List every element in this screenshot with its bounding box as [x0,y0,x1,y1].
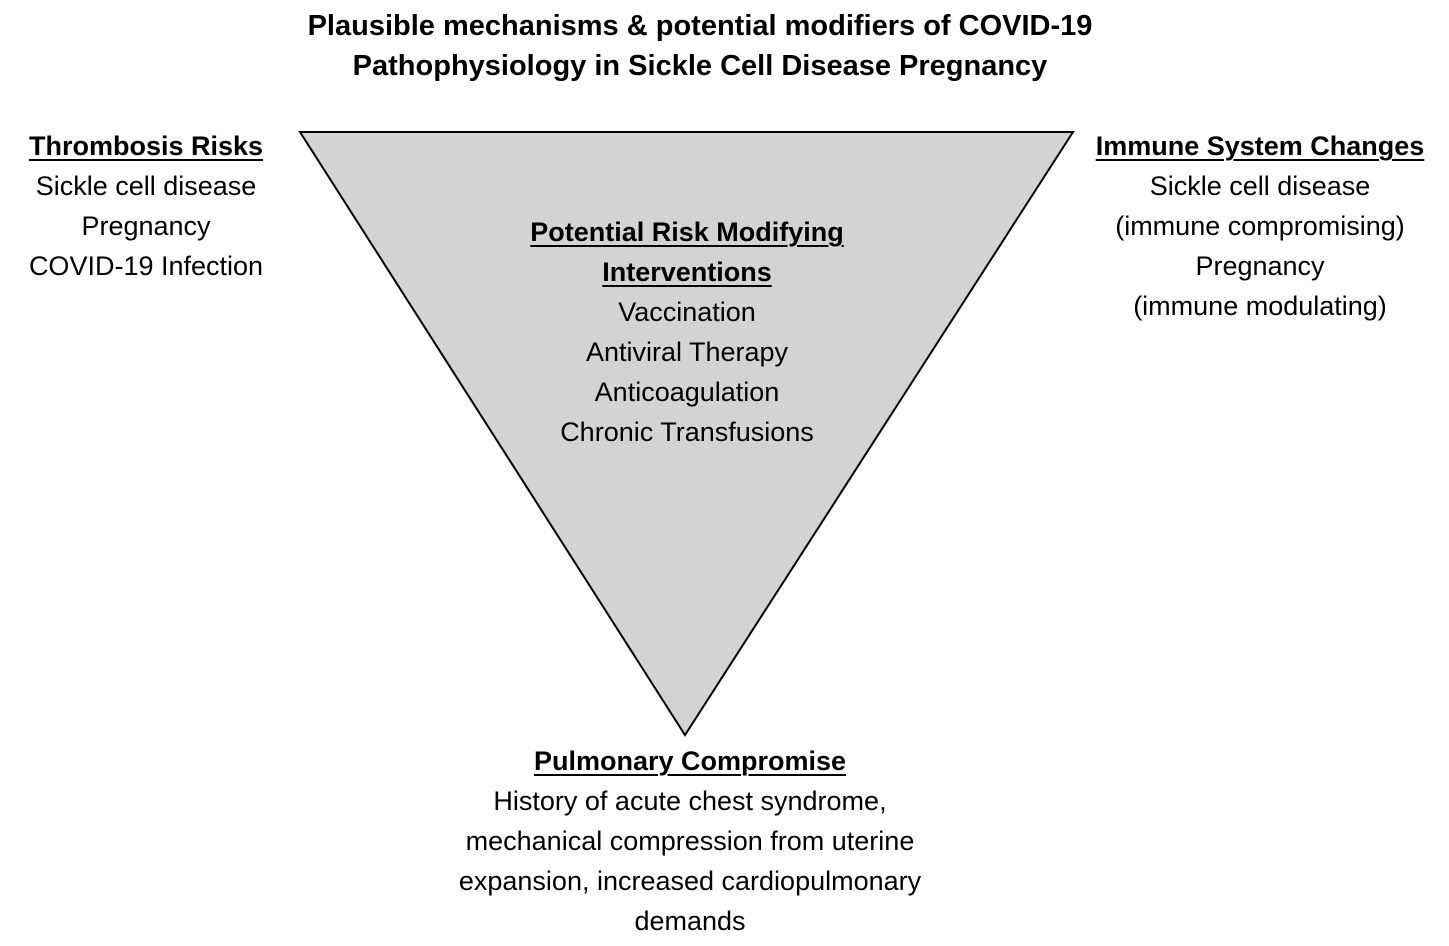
immune-system-changes-heading: Immune System Changes [1095,131,1425,161]
pulmonary-compromise-block: Pulmonary Compromise History of acute ch… [370,741,1010,941]
interventions-heading-line-1: Potential Risk Modifying [530,217,844,247]
immune-item-immune-modulating: (immune modulating) [1133,291,1387,321]
pulmonary-body-line-3: expansion, increased cardiopulmonary [458,866,922,896]
thrombosis-risks-block: Thrombosis Risks Sickle cell disease Pre… [0,126,292,286]
risk-modifying-interventions-block: Potential Risk Modifying Interventions V… [437,212,937,452]
figure-title: Plausible mechanisms & potential modifie… [200,6,1200,86]
thrombosis-item-pregnancy: Pregnancy [81,211,211,241]
pulmonary-compromise-heading: Pulmonary Compromise [533,746,847,776]
intervention-item-antiviral-therapy: Antiviral Therapy [585,337,789,367]
thrombosis-risks-heading: Thrombosis Risks [28,131,264,161]
intervention-item-vaccination: Vaccination [618,297,756,327]
intervention-item-chronic-transfusions: Chronic Transfusions [560,417,814,447]
thrombosis-item-covid19-infection: COVID-19 Infection [28,251,264,281]
pulmonary-body-line-1: History of acute chest syndrome, [493,786,887,816]
pulmonary-body-line-4: demands [634,906,746,936]
inverted-triangle-shape [298,131,1075,737]
thrombosis-item-sickle-cell-disease: Sickle cell disease [35,171,257,201]
interventions-heading-line-2: Interventions [602,257,772,287]
figure-title-line-1: Plausible mechanisms & potential modifie… [307,10,1093,42]
intervention-item-anticoagulation: Anticoagulation [594,377,780,407]
immune-item-sickle-cell-disease: Sickle cell disease [1149,171,1371,201]
figure-title-line-2: Pathophysiology in Sickle Cell Disease P… [352,50,1048,82]
pulmonary-body-line-2: mechanical compression from uterine [465,826,915,856]
immune-item-immune-compromising: (immune compromising) [1115,211,1405,241]
immune-item-pregnancy: Pregnancy [1195,251,1325,281]
immune-system-changes-block: Immune System Changes Sickle cell diseas… [1083,126,1437,326]
